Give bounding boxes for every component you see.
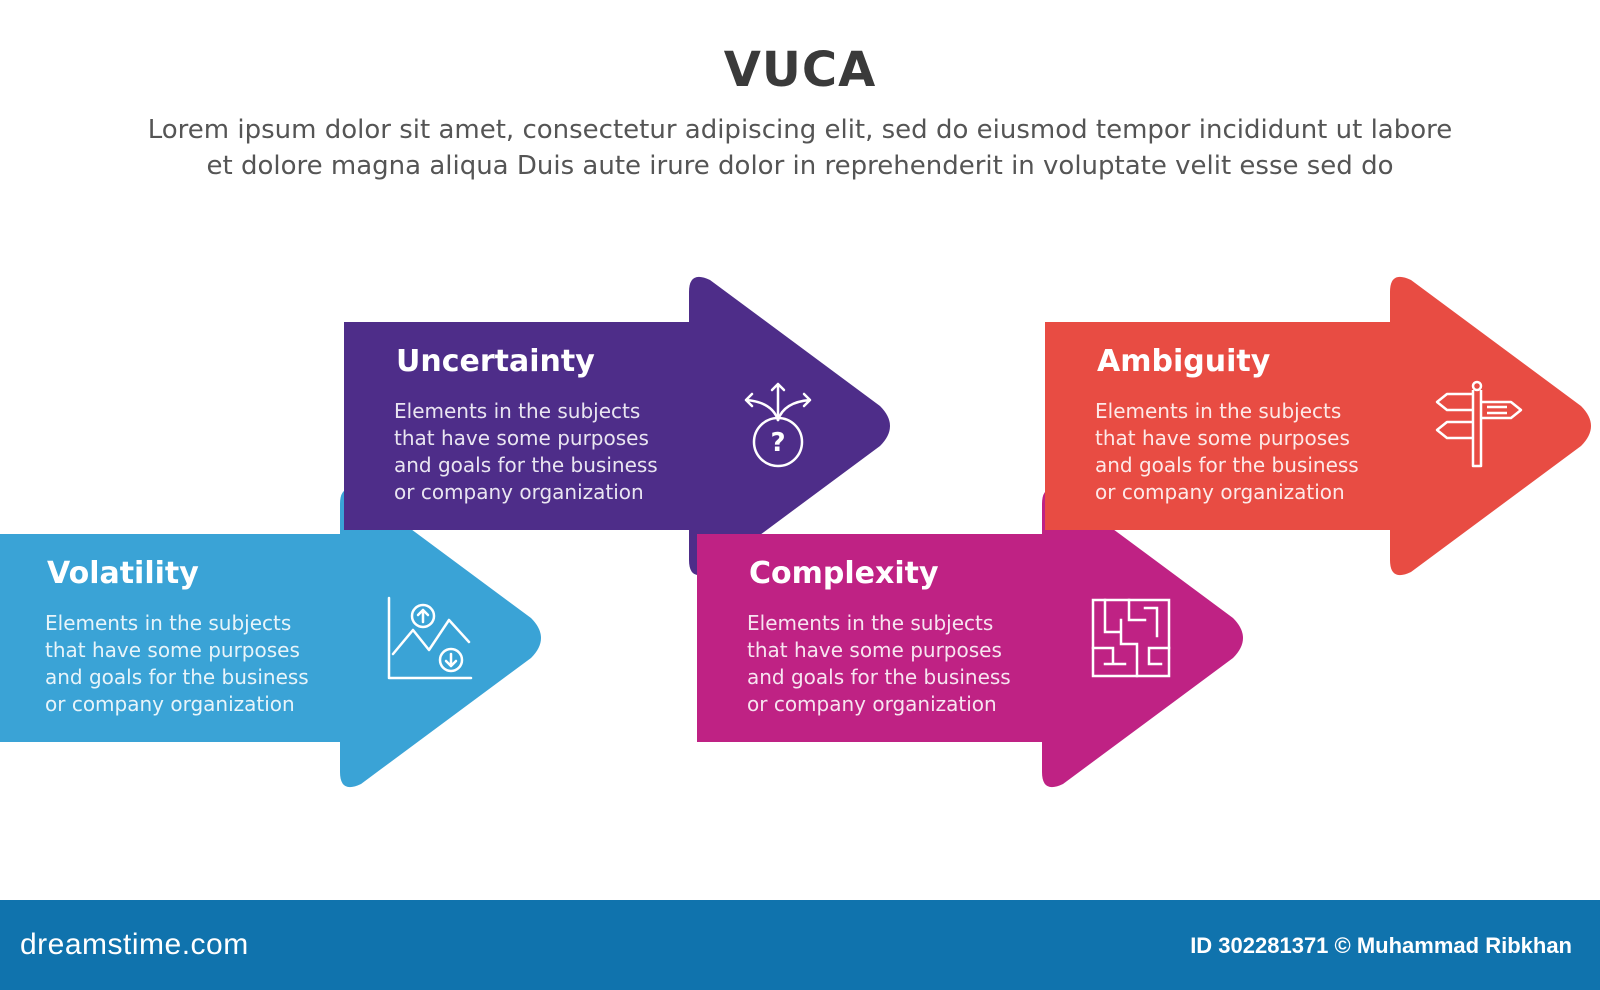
arrow-description: Elements in the subjects that have some … [1095, 399, 1359, 504]
arrow-shape [1045, 276, 1591, 576]
chart-up-down-icon [387, 596, 473, 680]
arrow-heading: Uncertainty [396, 344, 595, 379]
arrow-ambiguity: Ambiguity Elements in the subjects that … [1045, 270, 1600, 582]
arrow-shape [0, 489, 541, 787]
arrow-description: Elements in the subjects that have some … [45, 611, 309, 716]
question-paths-icon: ? [744, 382, 812, 468]
arrow-uncertainty: Uncertainty Elements in the subjects tha… [344, 270, 900, 582]
subtitle-line-1: Lorem ipsum dolor sit amet, consectetur … [147, 115, 1453, 145]
signpost-icon [1435, 380, 1523, 468]
arrow-description: Elements in the subjects that have some … [747, 611, 1011, 716]
footer-credit: ID 302281371 © Muhammad Ribkhan [1190, 933, 1572, 958]
footer-brand: dreamstime.com [20, 928, 249, 961]
arrow-shape [344, 276, 890, 576]
arrow-heading: Complexity [749, 556, 939, 591]
svg-text:?: ? [770, 428, 785, 458]
arrow-description: Elements in the subjects that have some … [394, 399, 658, 504]
maze-icon [1091, 598, 1171, 678]
footer-bar: dreamstime.com ID 302281371 © Muhammad R… [0, 900, 1600, 990]
arrow-complexity: Complexity Elements in the subjects that… [697, 482, 1253, 794]
arrow-heading: Ambiguity [1097, 344, 1271, 379]
page-subtitle: Lorem ipsum dolor sit amet, consectetur … [60, 112, 1540, 184]
arrow-shape [697, 488, 1243, 788]
subtitle-line-2: et dolore magna aliqua Duis aute irure d… [206, 151, 1394, 181]
arrow-volatility: Volatility Elements in the subjects that… [0, 482, 551, 794]
page-title: VUCA [723, 42, 877, 98]
arrow-heading: Volatility [47, 556, 199, 591]
